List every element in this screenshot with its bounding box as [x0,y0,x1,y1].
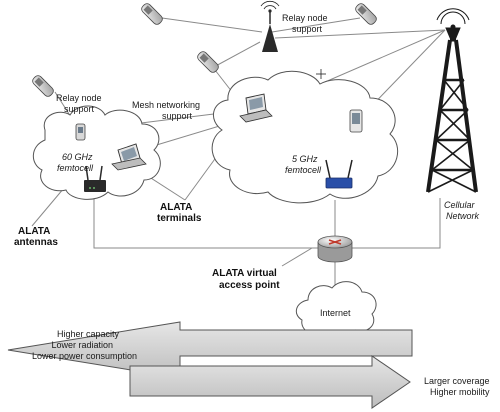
svg-text:terminals: terminals [157,213,202,224]
crosshair-icon [316,69,326,79]
svg-text:Higher capacity: Higher capacity [57,329,120,339]
svg-text:Lower radiation: Lower radiation [51,340,113,350]
svg-text:ALATA: ALATA [160,202,192,213]
alata-terminals-label: ALATA terminals [157,202,202,224]
svg-text:Relay node: Relay node [282,13,328,23]
svg-text:femtocell: femtocell [57,163,94,173]
svg-text:Higher mobility: Higher mobility [430,387,490,397]
svg-text:Lower power consumption: Lower power consumption [32,351,137,361]
svg-text:5 GHz: 5 GHz [292,154,318,164]
link-phone-relay [161,17,263,33]
link-relay-phone-right [271,17,361,33]
backbone-left [93,196,318,249]
link-relay-phone-mid [211,41,261,69]
femtocell-60-label: 60 GHz femtocell [57,152,94,173]
virtual-access-point-label: ALATA virtual access point [212,268,280,291]
arrow-left-text: Higher capacity Lower radiation Lower po… [32,329,137,361]
alata-antennas-label: ALATA antennas [14,226,58,248]
svg-text:Larger coverage: Larger coverage [424,376,490,386]
pda-icon [75,123,86,141]
relay-antenna-icon [260,0,280,52]
relay-left-label: Relay node support [56,93,102,114]
femtocell-5-label: 5 GHz femtocell [285,154,322,175]
access-point-icon [325,159,353,189]
svg-text:support: support [292,24,323,34]
svg-text:60 GHz: 60 GHz [62,152,93,162]
cellular-tower-icon [426,8,478,193]
mobile-phone-icon [141,3,163,25]
pointer-vap [281,247,313,267]
svg-text:support: support [64,104,95,114]
link-tower-relay [274,29,446,39]
cellular-network-label: Cellular Network [444,200,480,221]
svg-text:support: support [162,111,193,121]
laptop-icon [111,143,147,171]
svg-text:ALATA: ALATA [18,226,50,237]
svg-text:Relay node: Relay node [56,93,102,103]
svg-text:Mesh networking: Mesh networking [132,100,200,110]
svg-text:antennas: antennas [14,237,58,248]
backbone-right [352,198,441,249]
svg-text:Network: Network [446,211,480,221]
mesh-label: Mesh networking support [132,100,200,121]
svg-text:ALATA virtual: ALATA virtual [212,268,277,279]
mobile-phone-icon [197,51,219,73]
cloud-60ghz [32,105,161,200]
laptop-icon [239,93,273,123]
wireless-router-icon [84,165,106,192]
arrow-right-text: Larger coverage Higher mobility [424,376,490,397]
svg-text:access point: access point [219,280,280,291]
mobile-phone-icon [355,3,377,25]
svg-text:femtocell: femtocell [285,165,322,175]
mobile-phone-icon [32,75,54,97]
cloud-internet [295,281,377,339]
svg-text:Cellular: Cellular [444,200,476,210]
cloud-5ghz [211,70,399,204]
arrow-right-shape [129,355,411,409]
router-hub-icon [317,235,353,263]
relay-top-label: Relay node support [282,13,328,34]
pda-icon [349,109,363,133]
internet-label: Internet [320,308,351,318]
pointer-antennas [31,187,65,227]
